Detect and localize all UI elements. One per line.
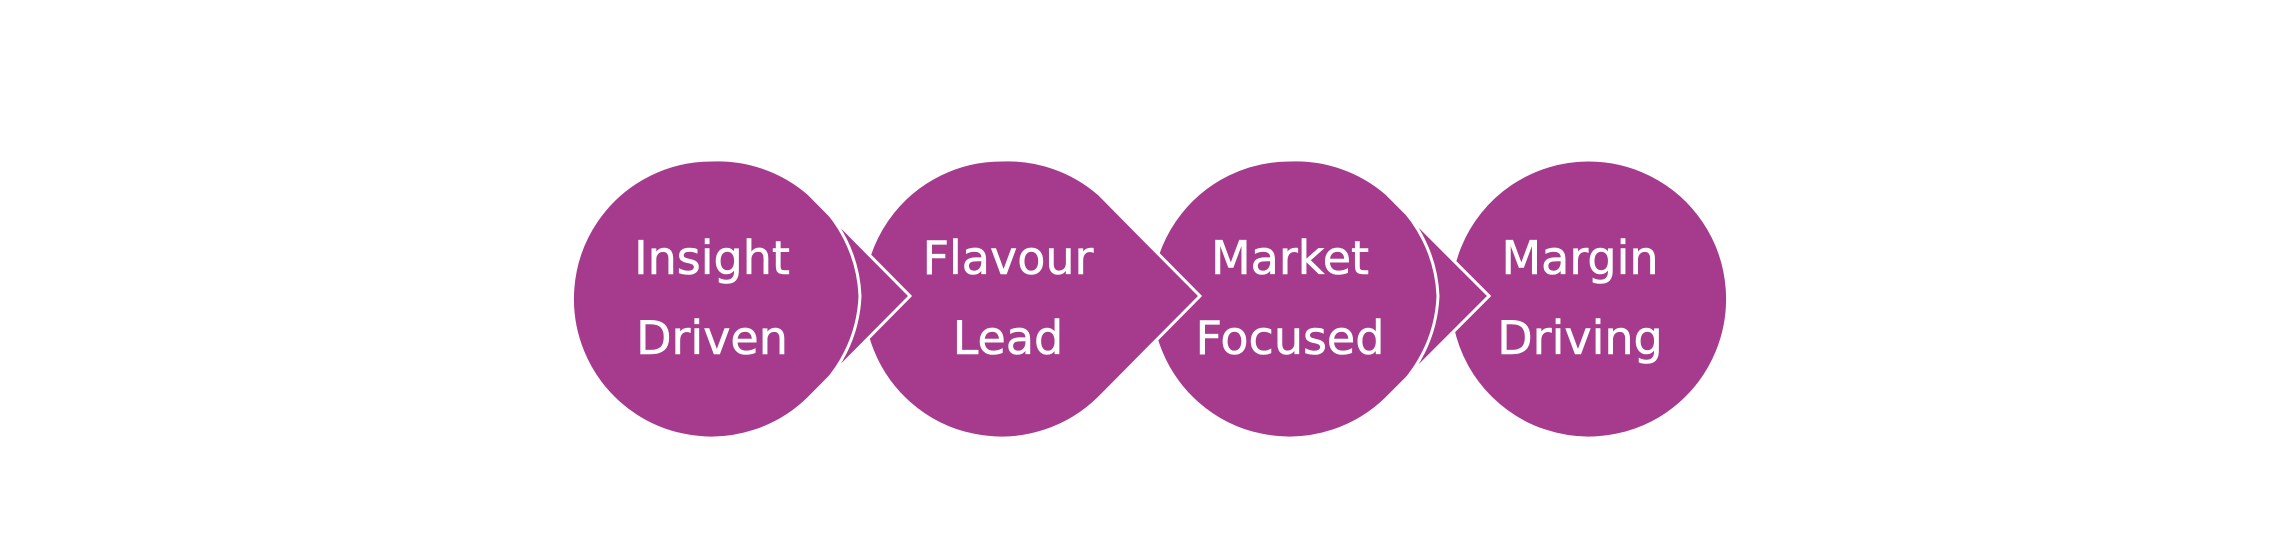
step-margin-driving: Margin Driving — [1448, 158, 1729, 440]
step-label-line2: Driving — [1497, 311, 1662, 365]
step-label-line1: Market — [1211, 231, 1369, 285]
step-label-line2: Driven — [636, 311, 788, 365]
step-shape — [571, 158, 913, 440]
step-label-line1: Flavour — [923, 231, 1094, 285]
step-arrow-overlay — [1385, 192, 1492, 400]
step-shape — [1448, 158, 1729, 440]
step-label-line2: Focused — [1196, 311, 1385, 365]
step-label-line1: Insight — [634, 231, 790, 285]
step-arrow-overlay — [807, 192, 913, 400]
step-label-line1: Margin — [1501, 231, 1658, 285]
step-flavour-lead: Flavour Lead — [861, 158, 1203, 440]
step-insight-driven: Insight Driven — [571, 158, 913, 440]
step-market-focused: Market Focused — [1149, 158, 1492, 440]
step-shape — [1149, 158, 1492, 440]
step-shape — [861, 158, 1203, 440]
step-label-line2: Lead — [953, 311, 1064, 365]
